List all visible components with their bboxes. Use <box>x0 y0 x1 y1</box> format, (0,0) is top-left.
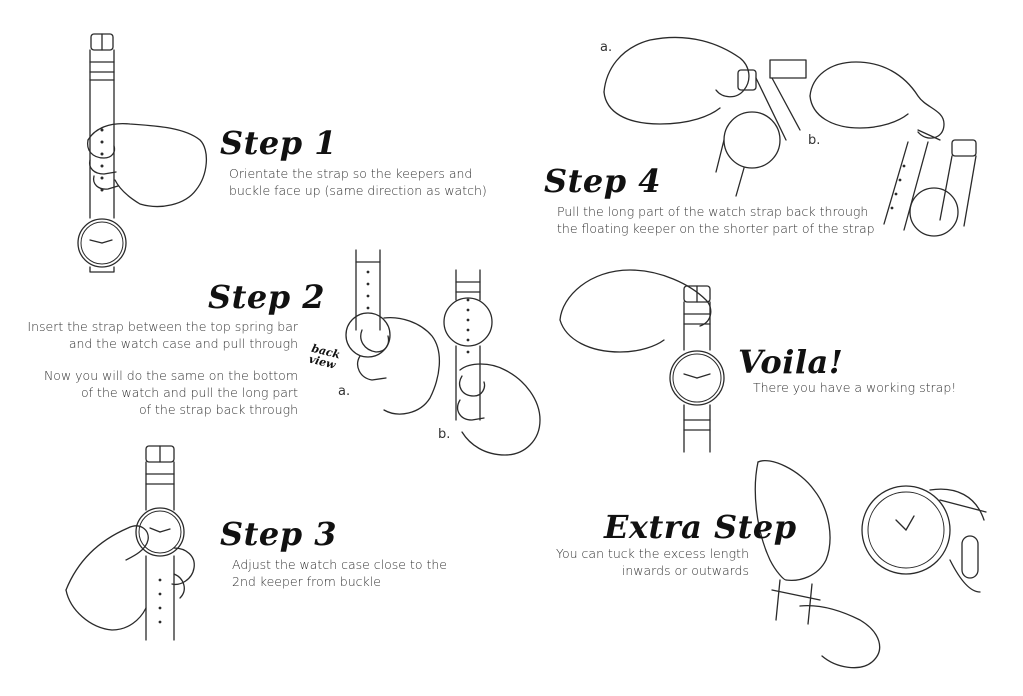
step2-title: Step 2 <box>208 278 326 316</box>
step4-description: Pull the long part of the watch strap ba… <box>557 203 875 237</box>
extra-line-2: inwards or outwards <box>621 563 749 578</box>
step1-description: Orientate the strap so the keepers and b… <box>229 165 487 199</box>
extra-line-1: You can tuck the excess length <box>556 546 749 561</box>
step2-description-2: Now you will do the same on the bottom o… <box>44 367 298 418</box>
step3-title: Step 3 <box>220 515 338 553</box>
step4-label-a: a. <box>600 40 613 55</box>
step2-line-3: Now you will do the same on the bottom <box>43 368 298 383</box>
extra-illustration <box>754 460 987 669</box>
step4b-illustration <box>809 61 977 237</box>
step4-line-1: Pull the long part of the watch strap ba… <box>557 204 869 219</box>
step2-label-b: b. <box>438 427 451 442</box>
step3-line-2: 2nd keeper from buckle <box>232 574 381 589</box>
step2-line-5: of the strap back through <box>139 402 298 417</box>
step3-illustration <box>65 445 195 641</box>
step1-line-2: buckle face up (same direction as watch) <box>229 183 487 198</box>
voila-illustration <box>559 269 725 453</box>
step4-label-b: b. <box>808 133 821 148</box>
step3-description: Adjust the watch case close to the 2nd k… <box>232 556 447 590</box>
step2-line-4: of the watch and pull the long part <box>81 385 298 400</box>
extra-description: You can tuck the excess length inwards o… <box>556 545 749 579</box>
voila-line-1: There you have a working strap! <box>753 380 957 395</box>
step1-line-1: Orientate the strap so the keepers and <box>229 166 473 181</box>
step2-line-2: and the watch case and pull through <box>68 336 298 351</box>
voila-title: Voila! <box>738 343 844 381</box>
voila-description: There you have a working strap! <box>753 379 956 396</box>
step2-label-a: a. <box>338 384 351 399</box>
step2-line-1: Insert the strap between the top spring … <box>27 319 298 334</box>
step2-description: Insert the strap between the top spring … <box>27 318 298 352</box>
step2b-illustration <box>443 269 541 456</box>
step1-title: Step 1 <box>220 124 338 162</box>
step2a-illustration <box>345 249 441 415</box>
extra-title: Extra Step <box>604 508 797 546</box>
step4a-illustration <box>603 36 807 197</box>
step1-watch-illustration <box>77 33 207 273</box>
step4-title: Step 4 <box>544 162 662 200</box>
step4-line-2: the floating keeper on the shorter part … <box>557 221 875 236</box>
step3-line-1: Adjust the watch case close to the <box>232 557 448 572</box>
